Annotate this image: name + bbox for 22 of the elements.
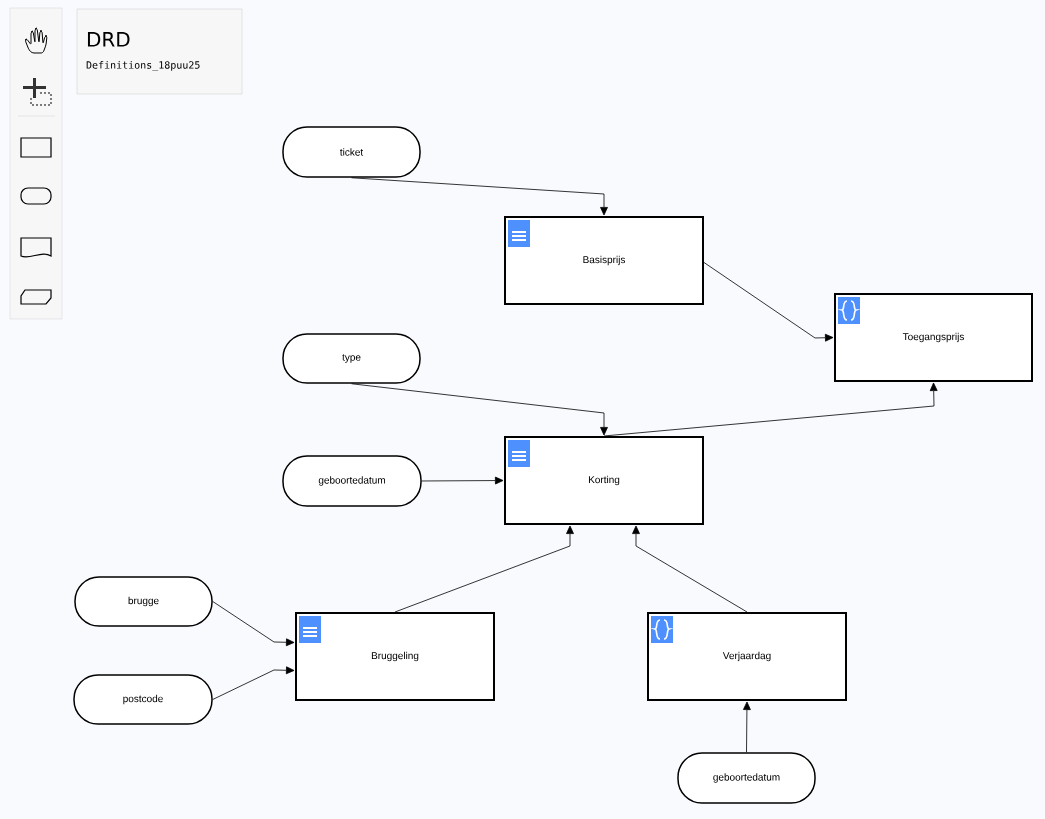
- arrow: [351, 383, 608, 436]
- input-data-node: geboortedatum: [677, 752, 816, 804]
- input-data-node: ticket: [282, 126, 421, 178]
- arrow: [743, 701, 751, 753]
- arrow: [394, 525, 574, 613]
- decision-box: Korting: [504, 436, 704, 525]
- arrow: [212, 666, 295, 700]
- decision-box: Verjaardag: [647, 612, 847, 701]
- decision-box: Toegangsprijs: [834, 293, 1033, 382]
- arrow: [421, 476, 504, 485]
- input-data-node: geboortedatum: [282, 455, 422, 507]
- input-data-node: postcode: [73, 674, 213, 725]
- input-data-node: brugge: [74, 576, 213, 627]
- decision-box: Basisprijs: [504, 216, 704, 305]
- input-data-node: type: [282, 333, 421, 384]
- arrow: [603, 382, 938, 437]
- arrow: [632, 525, 748, 613]
- decision-box: Bruggeling: [295, 612, 495, 701]
- diagram-info-panel: DRD Definitions_18puu25: [76, 8, 243, 95]
- arrow: [703, 262, 834, 342]
- arrow: [351, 177, 608, 216]
- arrow: [212, 601, 295, 647]
